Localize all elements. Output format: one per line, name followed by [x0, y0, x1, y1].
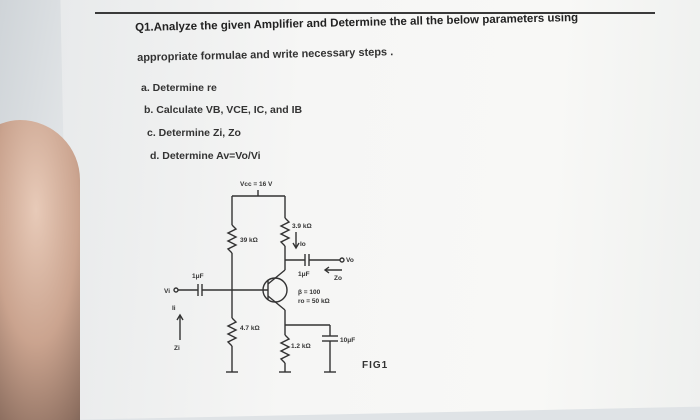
part-d: d. Determine Av=Vo/Vi — [150, 150, 261, 162]
part-c: c. Determine Zi, Zo — [147, 127, 241, 139]
re-label: 1.2 kΩ — [291, 343, 311, 350]
beta-label: β = 100 — [298, 289, 321, 296]
rc-label: 3.9 kΩ — [292, 223, 312, 230]
part-a: a. Determine re — [141, 82, 217, 94]
rc-resistor — [279, 217, 291, 247]
cin-label: 1μF — [192, 273, 204, 280]
zi-label: Zi — [174, 345, 180, 352]
finger-shadow — [0, 120, 80, 420]
ii-label: Ii — [172, 305, 176, 312]
r1-label: 39 kΩ — [240, 237, 258, 244]
cout-label: 1μF — [298, 271, 310, 278]
r2-label: 4.7 kΩ — [240, 325, 260, 332]
vo-label: Vo — [346, 257, 354, 264]
re-resistor — [279, 334, 291, 364]
vi-terminal — [173, 287, 179, 293]
r2-resistor — [226, 317, 238, 347]
figure-label: FIG1 — [362, 360, 389, 371]
io-label: Io — [300, 241, 306, 248]
ro-label: ro = 50 kΩ — [298, 298, 330, 305]
vo-terminal — [339, 257, 345, 263]
amplifier-circuit-diagram: Vcc = 16 V 39 kΩ 3.9 kΩ 4.7 kΩ 1.2 kΩ 1μ… — [164, 181, 355, 373]
ce-label: 10μF — [340, 337, 355, 344]
vcc-label: Vcc = 16 V — [240, 181, 273, 188]
part-b: b. Calculate VB, VCE, IC, and IB — [144, 104, 303, 116]
page-divider-line — [95, 12, 655, 14]
r1-resistor — [226, 224, 238, 254]
vi-label: Vi — [164, 288, 170, 295]
zo-label: Zo — [334, 275, 342, 282]
